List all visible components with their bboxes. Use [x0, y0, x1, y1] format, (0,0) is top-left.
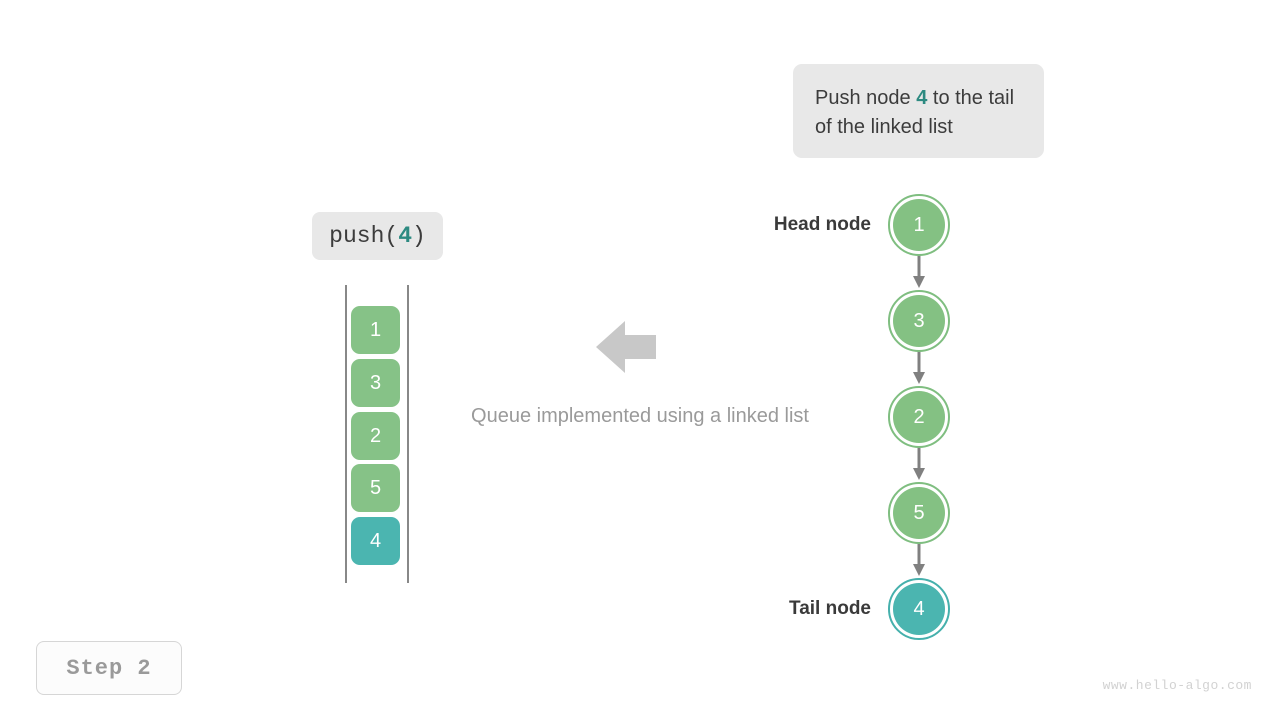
- queue-rail-right: [407, 285, 409, 583]
- queue-item: 3: [351, 359, 400, 407]
- linked-list-node-value: 3: [893, 295, 945, 347]
- operation-label: push(4): [312, 212, 443, 260]
- queue-item: 5: [351, 464, 400, 512]
- operation-argument: 4: [398, 223, 412, 249]
- linked-list-node: 5: [888, 482, 950, 544]
- linked-list-connector-arrow: [911, 446, 927, 482]
- queue-column: 1 3 2 5 4: [345, 285, 409, 583]
- queue-item: 4: [351, 517, 400, 565]
- watermark: www.hello-algo.com: [1102, 678, 1252, 693]
- callout-text-after: to the tail of the linked list: [815, 87, 1015, 138]
- operation-close-paren: ): [412, 223, 426, 249]
- linked-list-node-value: 5: [893, 487, 945, 539]
- head-node-label: Head node: [773, 214, 871, 235]
- linked-list-node: 2: [888, 386, 950, 448]
- callout-box: Push node 4 to the tail of the linked li…: [793, 64, 1044, 158]
- linked-list-connector-arrow: [911, 254, 927, 290]
- linked-list-node: 3: [888, 290, 950, 352]
- linked-list-node: 4: [888, 578, 950, 640]
- callout-text-before: Push node: [815, 87, 917, 109]
- callout-text: Push node 4 to the tail of the linked li…: [815, 84, 1022, 142]
- queue-item: 1: [351, 306, 400, 354]
- linked-list: 1 3 2 5 4: [888, 194, 952, 642]
- linked-list-connector-arrow: [911, 350, 927, 386]
- linked-list-node-value: 4: [893, 583, 945, 635]
- linked-list-node-value: 2: [893, 391, 945, 443]
- arrow-left-icon: [596, 320, 656, 374]
- operation-name: push(: [329, 223, 399, 249]
- linked-list-connector-arrow: [911, 542, 927, 578]
- queue-item: 2: [351, 412, 400, 460]
- step-badge: Step 2: [36, 641, 182, 695]
- tail-node-label: Tail node: [789, 598, 871, 619]
- linked-list-node: 1: [888, 194, 950, 256]
- callout-highlight-value: 4: [916, 87, 928, 109]
- queue-rail-left: [345, 285, 347, 583]
- linked-list-node-value: 1: [893, 199, 945, 251]
- queue-caption: Queue implemented using a linked list: [471, 405, 809, 427]
